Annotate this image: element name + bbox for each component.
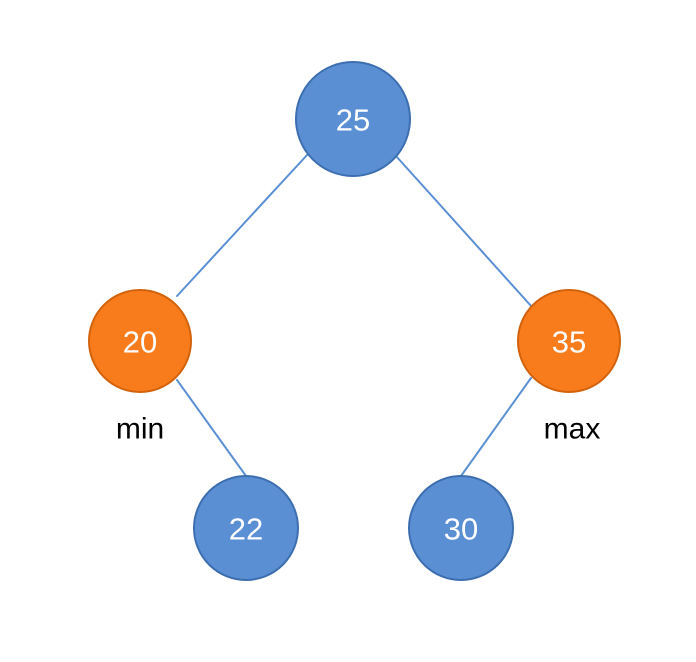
- tree-node-22[interactable]: 22: [193, 475, 299, 581]
- node-circle-20[interactable]: [88, 289, 192, 393]
- node-circle-25[interactable]: [295, 61, 411, 177]
- tree-node-35[interactable]: 35: [517, 289, 621, 393]
- node-value-25: 25: [336, 103, 370, 138]
- edge-root-to-right: [395, 155, 533, 308]
- edge-group: [176, 153, 533, 477]
- tree-node-30[interactable]: 30: [408, 475, 514, 581]
- edge-root-to-left: [176, 153, 309, 297]
- node-circle-22[interactable]: [193, 475, 299, 581]
- caption-min: min: [116, 413, 164, 446]
- node-circle-35[interactable]: [517, 289, 621, 393]
- node-value-30: 30: [444, 512, 478, 547]
- caption-max: max: [544, 413, 601, 446]
- node-value-22: 22: [229, 512, 263, 547]
- tree-node-25[interactable]: 25: [295, 61, 411, 177]
- edge-20-to-22: [176, 379, 247, 477]
- node-value-20: 20: [123, 325, 157, 360]
- node-circle-30[interactable]: [408, 475, 514, 581]
- edge-35-to-30: [460, 377, 532, 477]
- node-value-35: 35: [552, 325, 586, 360]
- tree-node-20[interactable]: 20: [88, 289, 192, 393]
